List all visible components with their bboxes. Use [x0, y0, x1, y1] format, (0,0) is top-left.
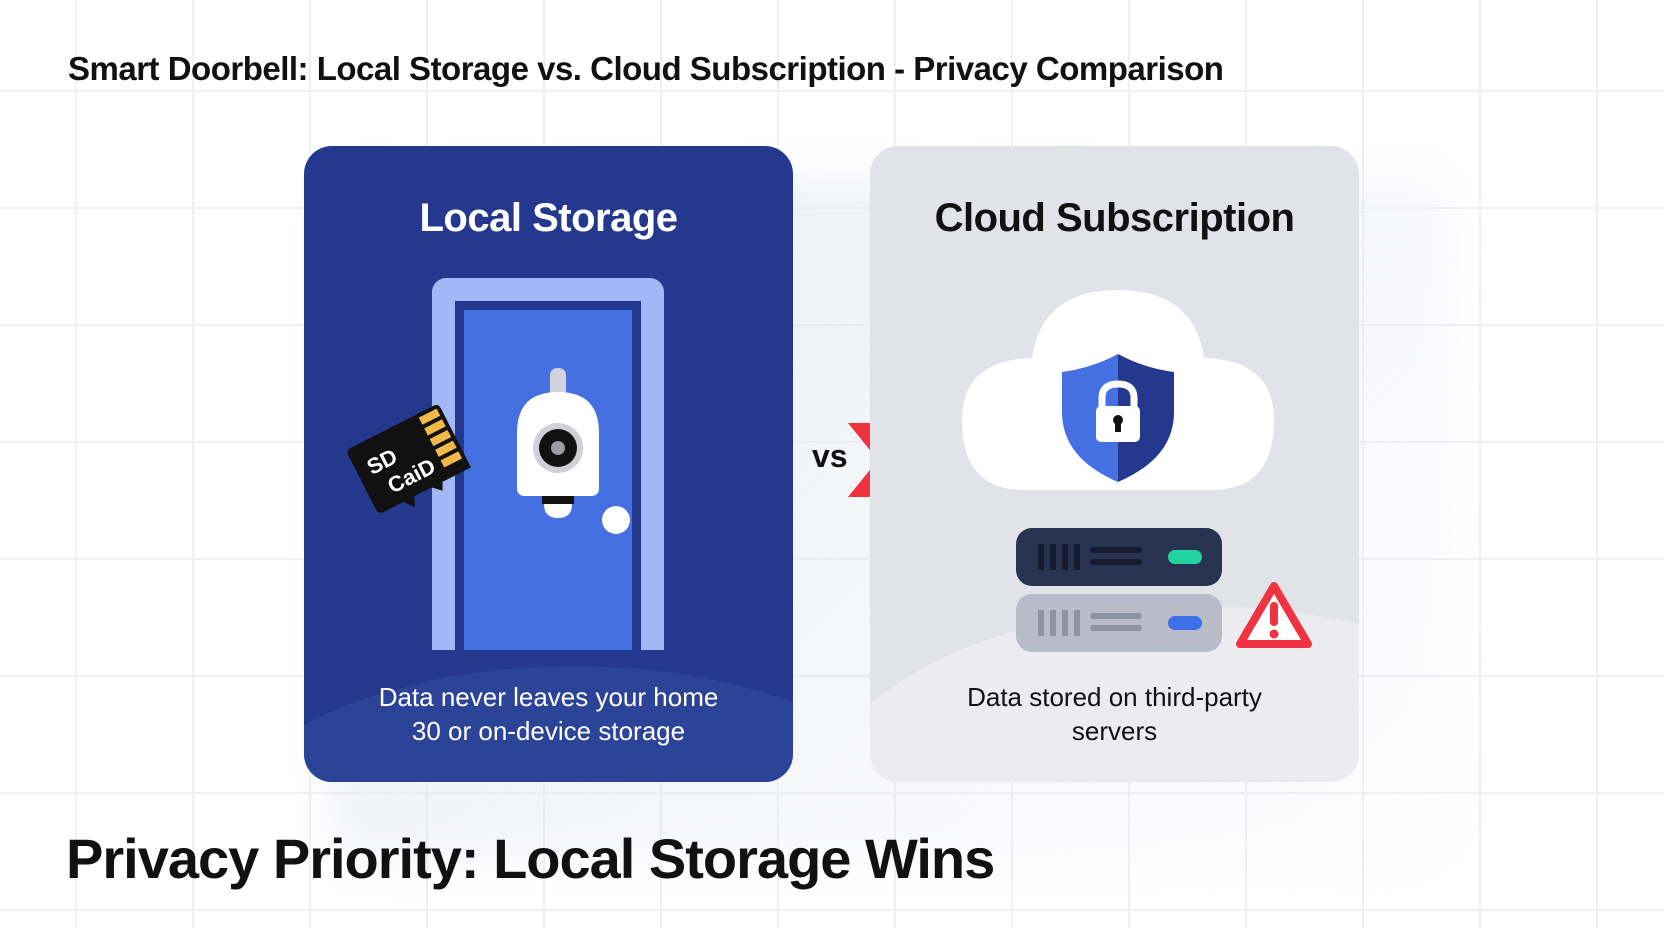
- local-storage-card: Local Storage SD CaiD: [304, 146, 793, 782]
- vs-label: vs: [812, 438, 848, 474]
- door-knob: [602, 506, 630, 534]
- sd-card-icon: SD CaiD: [347, 405, 472, 513]
- local-card-description: Data never leaves your home 30 or on-dev…: [378, 682, 719, 746]
- cloud-card-description: Data stored on third-party servers: [967, 682, 1262, 746]
- conclusion-title: Privacy Priority: Local Storage Wins: [66, 827, 995, 890]
- local-card-title: Local Storage: [419, 196, 678, 240]
- door-icon: [432, 278, 664, 650]
- cloud-card-title: Cloud Subscription: [934, 196, 1295, 240]
- cloud-subscription-card: Cloud Subscription Data stored on third-…: [870, 146, 1359, 782]
- doorbell-camera-icon: [517, 368, 599, 518]
- warning-icon: [1236, 582, 1312, 648]
- shield-lock-icon: [1062, 354, 1174, 482]
- page-title: Smart Doorbell: Local Storage vs. Cloud …: [68, 50, 1224, 87]
- server-icon: [1016, 528, 1222, 652]
